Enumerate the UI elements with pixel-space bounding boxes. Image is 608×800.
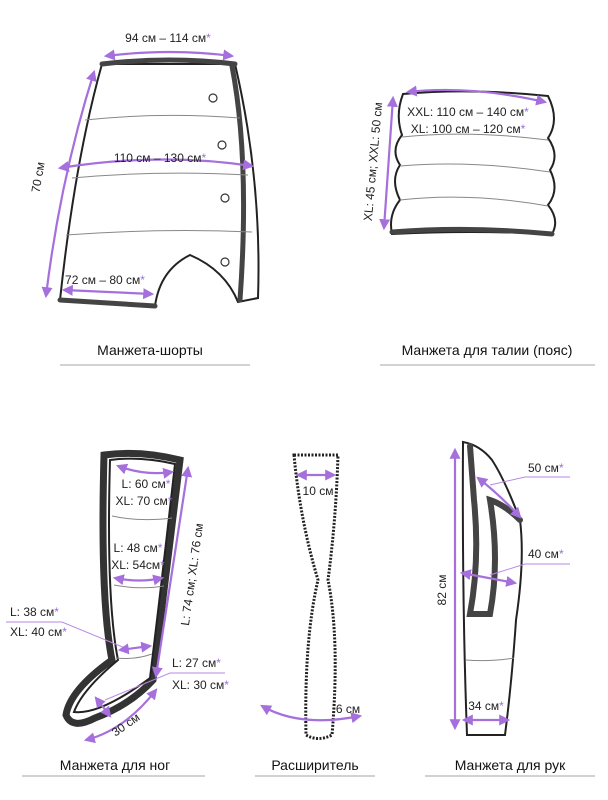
waist-cuff: XXL: 110 см – 140 см* XL: 100 см – 120 с… bbox=[361, 85, 595, 366]
leg-top-xl-label: XL: 70 см* bbox=[116, 494, 173, 508]
arm-wrist-label: 34 см* bbox=[468, 699, 504, 713]
leg-top-l-label: L: 60 см* bbox=[122, 477, 171, 491]
arm-top-label: 50 см* bbox=[528, 461, 564, 475]
shorts-cuff: 94 см – 114 см* 110 см – 130 см* 70 см 7… bbox=[28, 31, 260, 366]
waist-cuff-xxl-label: XXL: 110 см – 140 см* bbox=[407, 105, 529, 119]
waist-cuff-xl-label: XL: 100 см – 120 см* bbox=[411, 122, 526, 136]
extender: 10 см 6 см Расширитель bbox=[255, 453, 375, 777]
arm-mid-label: 40 см* bbox=[528, 547, 564, 561]
arm-length-label: 82 см bbox=[435, 575, 449, 606]
leg-ankle-l-label: L: 27 см* bbox=[172, 656, 221, 670]
leg-cuff-caption: Манжета для ног bbox=[60, 757, 170, 773]
arm-cuff: 82 см 50 см* 40 см* 34 см* Манжета для р… bbox=[425, 440, 595, 777]
leg-mid-l-label: L: 48 см* bbox=[114, 541, 163, 555]
extender-top-label: 10 см bbox=[303, 484, 334, 498]
shorts-caption: Манжета-шорты bbox=[97, 342, 203, 358]
leg-ankle-xl-label: XL: 30 см* bbox=[172, 678, 229, 692]
extender-bottom-label: 6 см bbox=[336, 702, 360, 716]
leg-length-label: L: 74 см; XL: 76 см bbox=[178, 522, 206, 626]
arm-cuff-caption: Манжета для рук bbox=[455, 757, 566, 773]
shorts-length-label: 70 см bbox=[28, 161, 47, 194]
leg-calf-xl-label: XL: 40 см* bbox=[10, 625, 67, 639]
leg-mid-xl-label: XL: 54см* bbox=[111, 558, 165, 572]
shorts-waist-label: 94 см – 114 см* bbox=[125, 31, 211, 45]
leg-foot-label: 30 см bbox=[109, 710, 142, 739]
extender-outline bbox=[292, 453, 340, 740]
leg-calf-l-label: L: 38 см* bbox=[10, 605, 59, 619]
leg-cuff: L: 60 см* XL: 70 см* L: 48 см* XL: 54см*… bbox=[6, 449, 229, 777]
waist-cuff-caption: Манжета для талии (пояс) bbox=[402, 342, 573, 358]
shorts-outline bbox=[58, 63, 260, 308]
shorts-buttons bbox=[208, 93, 230, 267]
shorts-hips-label: 110 см – 130 см* bbox=[114, 151, 207, 165]
waist-cuff-height-label: XL: 45 см; XXL: 50 см bbox=[361, 102, 385, 222]
extender-caption: Расширитель bbox=[271, 757, 358, 773]
shorts-leg-label: 72 см – 80 см* bbox=[65, 273, 145, 287]
